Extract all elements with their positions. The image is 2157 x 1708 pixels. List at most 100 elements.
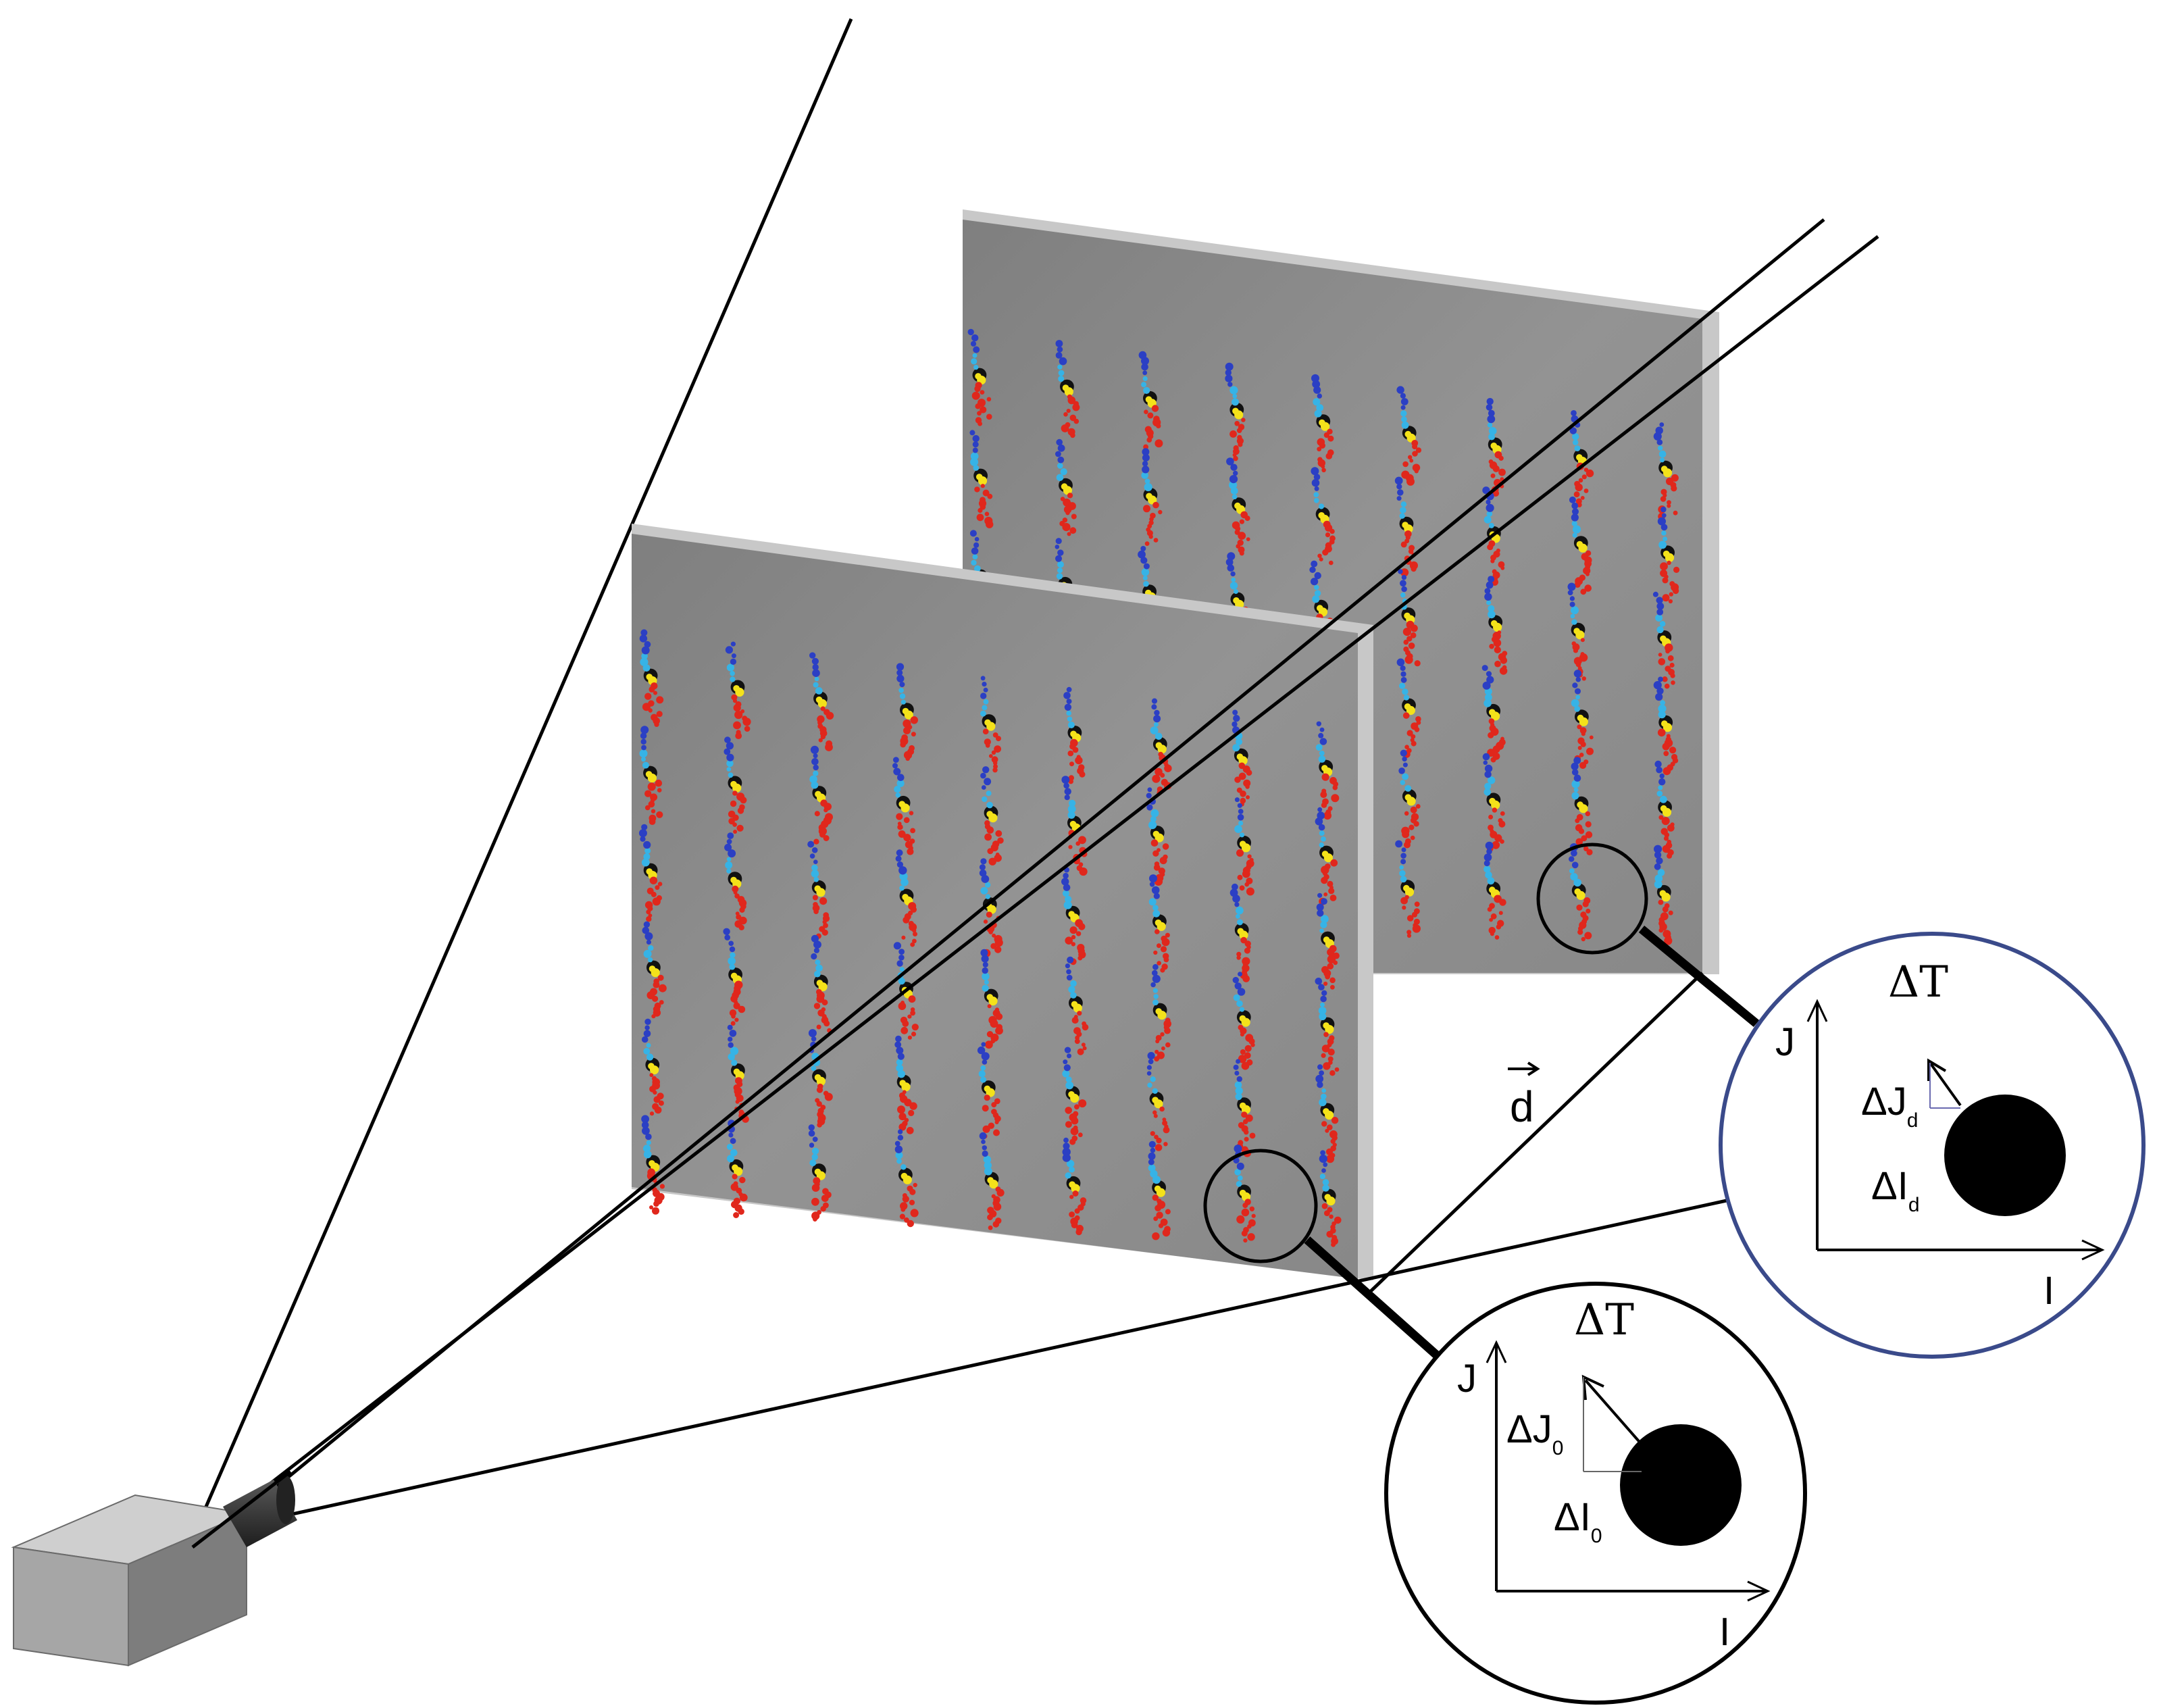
particle-trace-dot <box>1152 1110 1157 1115</box>
particle-trace-dot <box>730 658 736 665</box>
particle-trace-dot <box>644 693 652 700</box>
particle-trace-dot <box>1315 1074 1324 1083</box>
particle-trace-dot <box>1317 553 1322 558</box>
particle-trace-dot <box>646 674 653 680</box>
particle-trace-dot <box>726 767 732 772</box>
particle-trace-dot <box>1227 564 1235 572</box>
particle-trace-dot <box>1329 1070 1336 1076</box>
particle-trace-dot <box>896 670 903 676</box>
particle-trace-dot <box>992 768 998 773</box>
particle-trace-dot <box>1585 572 1590 576</box>
particle-trace-dot <box>1406 933 1412 938</box>
particle-trace-dot <box>1319 1155 1327 1163</box>
particle-trace-dot <box>1656 687 1664 695</box>
particle-trace-dot <box>1072 1190 1079 1197</box>
particle-trace-dot <box>1238 532 1246 540</box>
particle-trace-dot <box>1668 910 1673 915</box>
particle-trace-dot <box>729 1030 737 1037</box>
particle-trace-dot <box>1319 1174 1325 1180</box>
particle-trace-dot <box>1240 797 1246 804</box>
particle-trace-dot <box>1487 907 1492 912</box>
particle-trace-dot <box>1065 511 1070 516</box>
particle-trace-dot <box>825 743 833 751</box>
particle-trace-dot <box>813 1217 817 1222</box>
particle-trace-dot <box>986 397 992 402</box>
particle-trace-dot <box>1057 568 1063 574</box>
particle-trace-dot <box>1064 795 1070 801</box>
particle-trace-dot <box>898 955 905 961</box>
particle-trace-dot <box>1410 624 1418 632</box>
particle-trace-dot <box>1055 451 1061 457</box>
particle-trace-dot <box>641 824 648 830</box>
particle-trace-dot <box>973 465 980 471</box>
particle-trace-dot <box>1061 776 1070 784</box>
particle-trace-dot <box>1311 578 1319 586</box>
particle-trace-dot <box>1138 351 1147 359</box>
particle-trace-dot <box>1071 513 1077 520</box>
particle-trace-dot <box>899 967 905 972</box>
particle-trace-dot <box>1321 836 1326 842</box>
particle-trace-dot <box>739 1193 748 1202</box>
particle-trace-dot <box>645 1133 652 1140</box>
particle-trace-dot <box>971 334 979 342</box>
particle-trace-dot <box>1150 1170 1158 1178</box>
particle-trace-dot <box>1414 660 1421 667</box>
particle-trace-dot <box>1316 404 1324 411</box>
particle-trace-dot <box>1082 1024 1089 1031</box>
particle-trace-dot <box>652 897 661 906</box>
particle-trace-dot <box>724 934 730 940</box>
particle-trace-dot <box>1075 841 1080 846</box>
particle-trace-dot <box>1233 455 1238 461</box>
particle-trace-dot <box>898 1123 907 1131</box>
particle-trace-dot <box>1236 951 1242 957</box>
particle-trace-dot <box>1571 502 1579 509</box>
particle-trace-dot <box>1147 1052 1155 1060</box>
particle-trace-dot <box>1321 865 1329 874</box>
particle-trace-dot <box>1063 884 1071 891</box>
particle-trace-dot <box>911 732 916 737</box>
particle-trace-dot <box>1236 1000 1243 1007</box>
particle-trace-dot <box>1404 703 1411 710</box>
particle-trace-dot <box>1234 825 1242 833</box>
particle-trace-dot <box>1403 639 1409 645</box>
particle-trace-dot <box>728 957 736 965</box>
particle-trace-dot <box>813 838 819 845</box>
particle-trace-dot <box>1236 1059 1241 1064</box>
particle-trace-dot <box>1070 730 1077 738</box>
particle-trace-dot <box>1235 1093 1242 1101</box>
particle-trace-dot <box>1320 921 1327 928</box>
particle-trace-dot <box>1062 1153 1071 1162</box>
particle-trace-dot <box>653 1090 657 1095</box>
particle-trace-dot <box>1483 760 1488 765</box>
particle-trace-dot <box>1058 370 1065 376</box>
particle-trace-dot <box>653 1201 659 1207</box>
particle-trace-dot <box>1319 1013 1327 1021</box>
particle-trace-dot <box>1317 893 1323 898</box>
particle-trace-dot <box>1061 483 1068 490</box>
particle-trace-dot <box>1242 1203 1248 1209</box>
particle-trace-dot <box>652 995 659 1002</box>
particle-trace-dot <box>900 1026 909 1034</box>
particle-trace-dot <box>1398 569 1403 574</box>
particle-trace-dot <box>1152 909 1161 918</box>
particle-trace-dot <box>980 886 988 895</box>
particle-trace-dot <box>1063 1142 1070 1150</box>
particle-trace-dot <box>823 835 830 841</box>
particle-trace-dot <box>1574 581 1581 588</box>
particle-trace-dot <box>1146 1065 1152 1070</box>
particle-trace-dot <box>725 646 733 654</box>
particle-trace-dot <box>990 1020 998 1028</box>
particle-trace-dot <box>1567 582 1576 591</box>
particle-trace-dot <box>646 868 653 875</box>
particle-trace-dot <box>1488 610 1496 619</box>
particle-trace-dot <box>1144 482 1152 492</box>
particle-trace-dot <box>1327 955 1336 963</box>
particle-trace-dot <box>1662 676 1668 682</box>
particle-trace-dot <box>1569 868 1575 874</box>
particle-trace-dot <box>972 447 978 453</box>
particle-trace-dot <box>1242 1119 1248 1124</box>
dj-label: ΔJd <box>1861 1080 1918 1132</box>
particle-trace-dot <box>1150 726 1159 734</box>
particle-trace-dot <box>1064 788 1071 795</box>
particle-trace-dot <box>1245 784 1250 789</box>
